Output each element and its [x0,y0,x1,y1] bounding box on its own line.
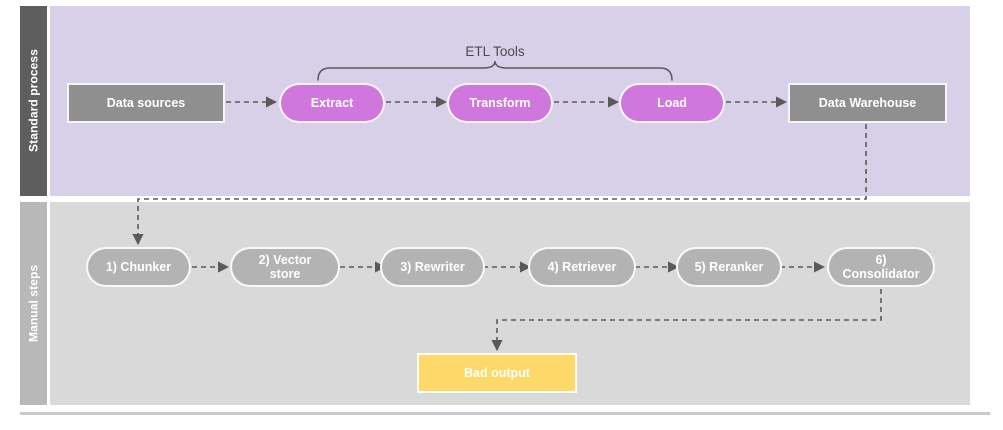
node-reranker[interactable]: 5) Reranker [676,247,782,287]
lane-standard-process-label: Standard process [20,6,47,196]
node-consolidator[interactable]: 6) Consolidator [827,247,935,287]
node-rewriter[interactable]: 3) Rewriter [380,247,485,287]
etl-tools-label: ETL Tools [465,44,525,59]
node-bad-output[interactable]: Bad output [417,353,577,393]
node-retriever[interactable]: 4) Retriever [528,247,636,287]
node-extract[interactable]: Extract [279,83,385,123]
node-data-sources[interactable]: Data sources [67,83,225,123]
node-chunker[interactable]: 1) Chunker [86,247,191,287]
bottom-divider [20,412,990,415]
node-vector-store[interactable]: 2) Vector store [230,247,340,287]
node-transform[interactable]: Transform [447,83,553,123]
node-data-warehouse[interactable]: Data Warehouse [788,83,947,123]
lane-manual-steps-label: Manual steps [20,202,47,405]
node-load[interactable]: Load [619,83,725,123]
